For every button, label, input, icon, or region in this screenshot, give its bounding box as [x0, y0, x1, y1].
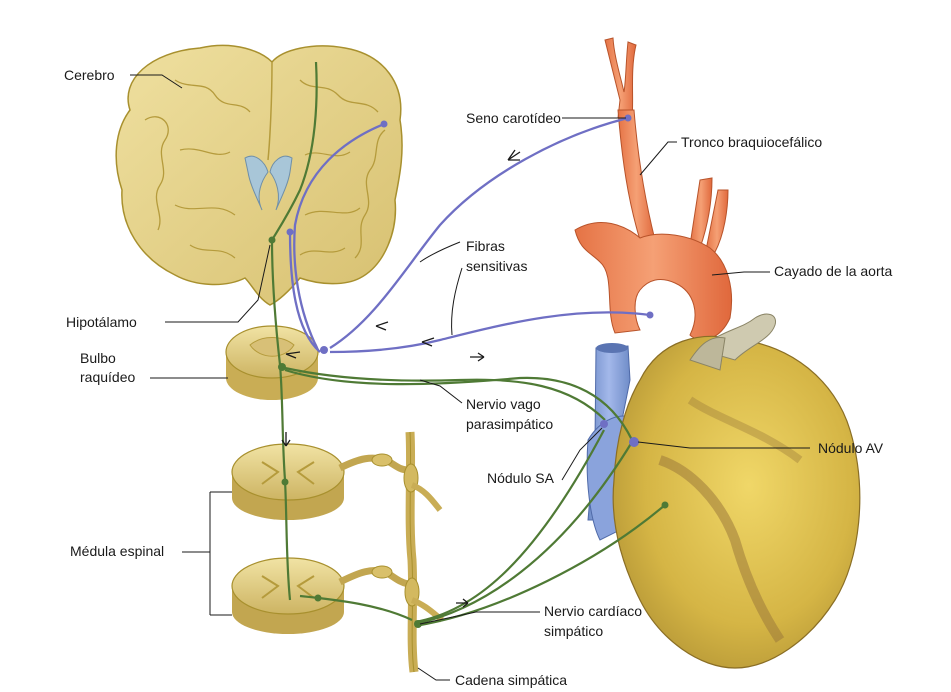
label-nervio-vago-line1: Nervio vago — [466, 396, 541, 413]
label-hipotalamo: Hipotálamo — [66, 314, 137, 331]
heart — [613, 314, 860, 668]
label-nodulo-av: Nódulo AV — [818, 440, 883, 457]
spinal-cord-upper — [232, 444, 408, 520]
label-tronco-braquiocefalico: Tronco braquiocefálico — [681, 134, 822, 151]
label-fibras-line2: sensitivas — [466, 258, 527, 275]
label-fibras-line1: Fibras — [466, 238, 505, 255]
label-nervio-vago-line2: parasimpático — [466, 416, 553, 433]
label-nodulo-sa: Nódulo SA — [487, 470, 554, 487]
label-bulbo-line2: raquídeo — [80, 369, 135, 386]
sympathetic-chain — [404, 432, 442, 672]
label-cadena-simpatica: Cadena simpática — [455, 672, 567, 689]
medulla-oblongata — [226, 326, 318, 400]
aorta-carotid — [575, 38, 732, 340]
label-seno-carotideo: Seno carotídeo — [466, 110, 561, 127]
label-cerebro: Cerebro — [64, 67, 115, 84]
label-cayado-aorta: Cayado de la aorta — [774, 263, 892, 280]
label-bulbo-line1: Bulbo — [80, 350, 116, 367]
label-nervio-cardiaco-line2: simpático — [544, 623, 603, 640]
label-medula-espinal: Médula espinal — [70, 543, 164, 560]
label-nervio-cardiaco-line1: Nervio cardíaco — [544, 603, 642, 620]
brain-section — [116, 45, 402, 305]
